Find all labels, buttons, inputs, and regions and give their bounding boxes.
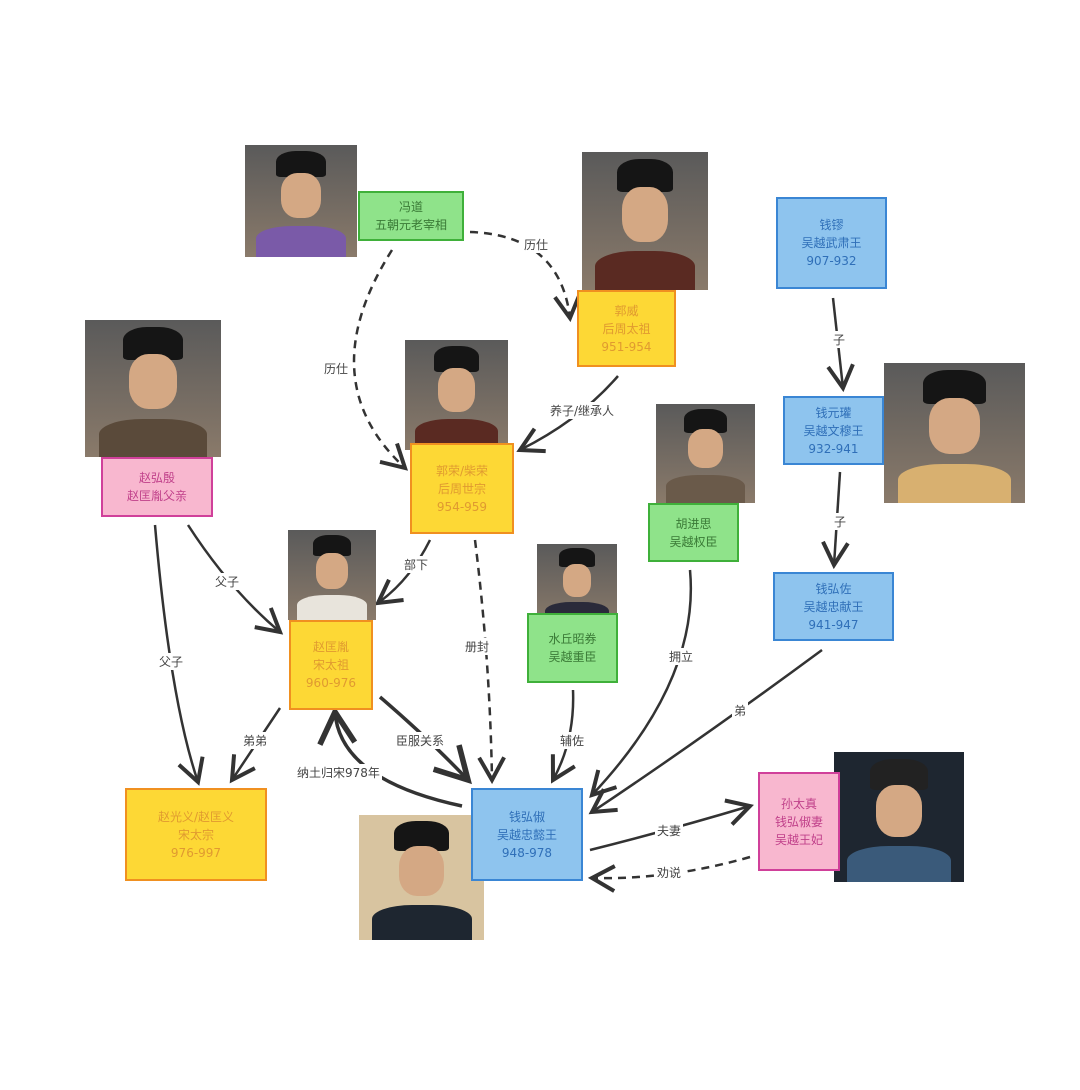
edge-label: 历仕 [322,360,351,377]
node-reign: 976-997 [170,845,222,860]
node-hujinsi: 胡进思吴越权臣 [648,503,739,562]
node-title: 后周世宗 [437,481,486,496]
portrait-guowei [582,152,708,290]
node-shuiqiu: 水丘昭券吴越重臣 [527,613,618,683]
node-name: 钱弘佐 [815,581,852,596]
edge-label: 养子/继承人 [548,402,617,419]
node-name: 钱镠 [819,218,844,232]
node-title: 五朝元老宰相 [374,218,447,232]
portrait-fengdao [245,145,357,257]
edge-label: 弟 [732,702,749,719]
node-title: 吴越重臣 [548,650,597,664]
edge-guorong-qianhongchu [473,539,506,785]
edge-guorong-zhaokuangyin [374,539,432,606]
edge-label: 臣服关系 [394,732,447,749]
node-name: 郭威 [614,303,639,318]
edge-label: 父子 [213,573,242,590]
edge-label: 拥立 [667,648,696,665]
node-reign: 948-978 [501,845,553,860]
node-reign: 907-932 [806,254,857,268]
node-title: 吴越权臣 [669,534,718,549]
edge-label: 父子 [157,653,186,670]
edge-label: 子 [832,513,849,530]
node-name: 赵光义/赵匡义 [157,809,235,824]
edge-label: 夫妻 [655,822,684,839]
node-name: 水丘昭券 [548,632,597,646]
edge-hujinsi-qianhongchu [589,569,693,799]
node-zhaohongyin: 赵弘殷赵匡胤父亲 [101,457,213,517]
node-zhaoguangyi: 赵光义/赵匡义宋太宗 976-997 [125,788,267,881]
portrait-qianyuanguan [884,363,1025,503]
edge-label: 子 [831,331,848,348]
node-qianhongzuo: 钱弘佐吴越忠献王 941-947 [773,572,894,641]
node-suntaizhen: 孙太真钱弘俶妻吴越王妃 [758,772,840,871]
node-reign: 954-959 [436,499,488,514]
node-title: 吴越王妃 [774,832,823,847]
edge-label: 弟弟 [241,732,270,749]
edge-qianhongchu-zhaokuangyin [317,706,463,808]
node-reign: 932-941 [808,441,859,456]
portrait-hujinsi [656,404,755,503]
node-qianyuanguan: 钱元瓘吴越文穆王 932-941 [783,396,884,465]
edge-suntaizhen-qianhongchu [587,855,751,893]
node-title: 吴越文穆王 [803,423,864,438]
edge-label: 劝说 [655,864,684,881]
node-title: 赵匡胤父亲 [126,489,187,503]
node-reign: 960-976 [305,676,357,690]
portrait-qianhongchu [359,815,484,940]
edge-label: 纳土归宋978年 [295,764,382,781]
node-name: 冯道 [398,200,423,214]
node-name: 郭荣/柴荣 [435,463,489,478]
edge-zhaohongyin-zhaoguangyi [153,524,205,786]
edge-label: 部下 [402,556,431,573]
edge-label: 册封 [463,638,492,655]
node-name: 赵弘殷 [138,471,175,485]
node-reign: 951-954 [601,339,652,354]
node-qianliu: 钱镠吴越武肃王 907-932 [776,197,887,289]
edge-fengdao-guorong [352,249,409,471]
node-name: 钱弘俶 [508,809,545,824]
node-name: 孙太真 [780,796,817,811]
edge-label: 历仕 [522,236,551,253]
portrait-guorong [405,340,508,450]
node-guorong: 郭荣/柴荣后周世宗 954-959 [410,443,514,534]
node-title: 宋太宗 [177,827,214,842]
portrait-zhaohongyin [85,320,221,457]
node-reign: 941-947 [808,617,859,632]
edge-qianhongzuo-qianhongchu [588,648,823,815]
node-title: 吴越忠献王 [803,599,864,614]
portrait-suntaizhen [834,752,964,882]
node-fengdao: 冯道五朝元老宰相 [358,191,464,241]
node-name: 钱元瓘 [815,405,852,420]
node-title: 后周太祖 [602,321,651,336]
node-title: 吴越武肃王 [801,236,862,250]
node-title: 宋太祖 [312,658,349,672]
node-name: 赵匡胤 [312,640,349,654]
node-name: 胡进思 [675,516,712,531]
edge-fengdao-guowei [469,230,582,323]
node-title: 吴越忠懿王 [496,827,557,842]
edge-label: 辅佐 [558,732,587,749]
node-guowei: 郭威后周太祖 951-954 [577,290,676,367]
node-qianhongchu: 钱弘俶吴越忠懿王 948-978 [471,788,583,881]
node-zhaokuangyin: 赵匡胤宋太祖 960-976 [289,620,373,710]
portrait-zhaokuangyin [288,530,376,620]
node-title: 钱弘俶妻 [774,814,823,829]
